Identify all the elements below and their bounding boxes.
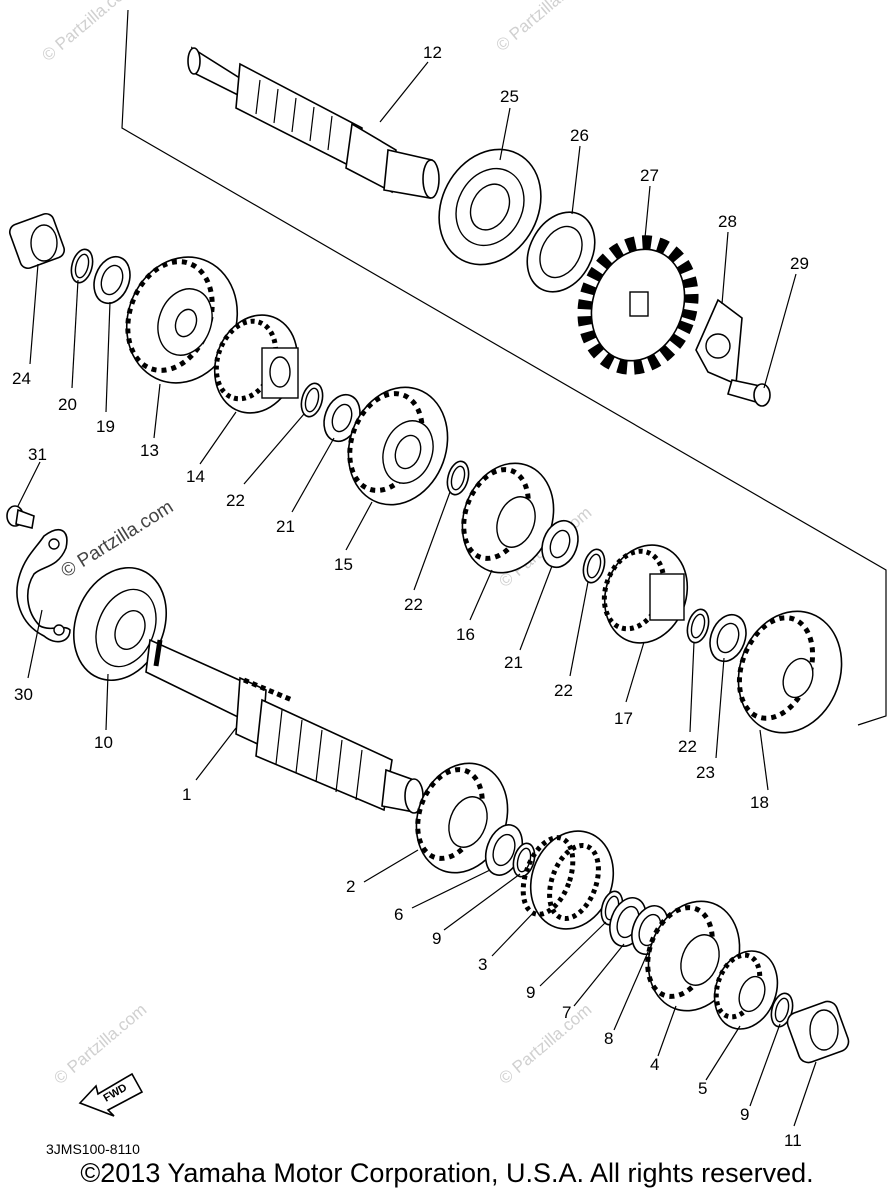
- copyright-notice: ©2013 Yamaha Motor Corporation, U.S.A. A…: [80, 1158, 814, 1188]
- washer-21b: [541, 519, 579, 569]
- oil-seal-26: [526, 211, 596, 293]
- bearing-25: [438, 148, 542, 266]
- callout-22: 22: [554, 681, 573, 700]
- callout-26: 26: [570, 126, 589, 145]
- bolt-29: [727, 379, 771, 407]
- drawing-code: 3JMS100-8110: [46, 1141, 140, 1157]
- callout-19: 19: [96, 417, 115, 436]
- circlip-22c: [582, 548, 606, 584]
- gear-17: [601, 544, 689, 644]
- callout-8: 8: [604, 1029, 613, 1048]
- washer-19: [93, 255, 131, 305]
- callout-27: 27: [640, 166, 659, 185]
- callout-9: 9: [740, 1105, 749, 1124]
- callout-23: 23: [696, 763, 715, 782]
- callout-9: 9: [526, 983, 535, 1002]
- callout-15: 15: [334, 555, 353, 574]
- callout-2: 2: [346, 877, 355, 896]
- circlip-22d: [686, 608, 710, 644]
- drive-sprocket-27: [577, 235, 699, 375]
- watermark-text: © Partzilla.com: [495, 1000, 595, 1088]
- watermark-text: © Partzilla.com: [50, 1000, 150, 1088]
- callout-28: 28: [718, 212, 737, 231]
- assembly-frame: [121, 9, 887, 726]
- bearing-10: [72, 566, 168, 682]
- bearing-11: [786, 1000, 850, 1064]
- bearing-retainer-30: [16, 528, 71, 643]
- callout-22: 22: [404, 595, 423, 614]
- callout-16: 16: [456, 625, 475, 644]
- fwd-arrow-icon: FWD: [78, 1072, 144, 1117]
- circlip-20: [70, 248, 94, 284]
- main-axle-1: [145, 638, 424, 814]
- callout-11: 11: [784, 1131, 802, 1150]
- callout-10: 10: [94, 733, 113, 752]
- circlip-22a: [300, 382, 324, 418]
- callout-22: 22: [226, 491, 245, 510]
- gear-5: [713, 950, 779, 1030]
- callout-21: 21: [504, 653, 523, 672]
- callout-3: 3: [478, 955, 487, 974]
- gear-13: [125, 256, 239, 384]
- callout-13: 13: [140, 441, 159, 460]
- gear-14: [213, 314, 299, 414]
- callout-4: 4: [650, 1055, 659, 1074]
- callout-31: 31: [28, 445, 47, 464]
- callout-7: 7: [562, 1003, 571, 1022]
- callout-1: 1: [182, 785, 191, 804]
- callout-9: 9: [432, 929, 441, 948]
- bearing-24: [8, 212, 66, 270]
- callout-25: 25: [500, 87, 519, 106]
- screw-31: [6, 505, 35, 529]
- callout-6: 6: [394, 905, 403, 924]
- washer-23: [709, 613, 747, 663]
- lock-washer-28: [695, 298, 743, 386]
- gear-16: [461, 462, 555, 574]
- callout-30: 30: [14, 685, 33, 704]
- gear-15: [347, 386, 449, 506]
- callout-24: 24: [12, 369, 31, 388]
- callout-18: 18: [750, 793, 769, 812]
- leader-lines: [17, 61, 817, 1127]
- watermark-text: © Partzilla.com: [492, 0, 592, 55]
- callout-20: 20: [58, 395, 77, 414]
- drive-axle-shaft: [187, 46, 440, 199]
- circlip-9c: [770, 992, 794, 1028]
- callout-14: 14: [186, 467, 205, 486]
- circlip-9a: [512, 842, 536, 878]
- watermark-text: © Partzilla.com: [38, 0, 138, 65]
- gear-18: [736, 610, 843, 734]
- callout-12: 12: [423, 43, 442, 62]
- circlip-22b: [446, 460, 470, 496]
- callout-17: 17: [614, 709, 633, 728]
- callout-21: 21: [276, 517, 295, 536]
- callout-5: 5: [698, 1079, 707, 1098]
- callout-22: 22: [678, 737, 697, 756]
- callout-29: 29: [790, 254, 809, 273]
- callout-labels: 12 25 26 27 28 29 24 20 19 13 14 22 21 1…: [12, 43, 809, 1150]
